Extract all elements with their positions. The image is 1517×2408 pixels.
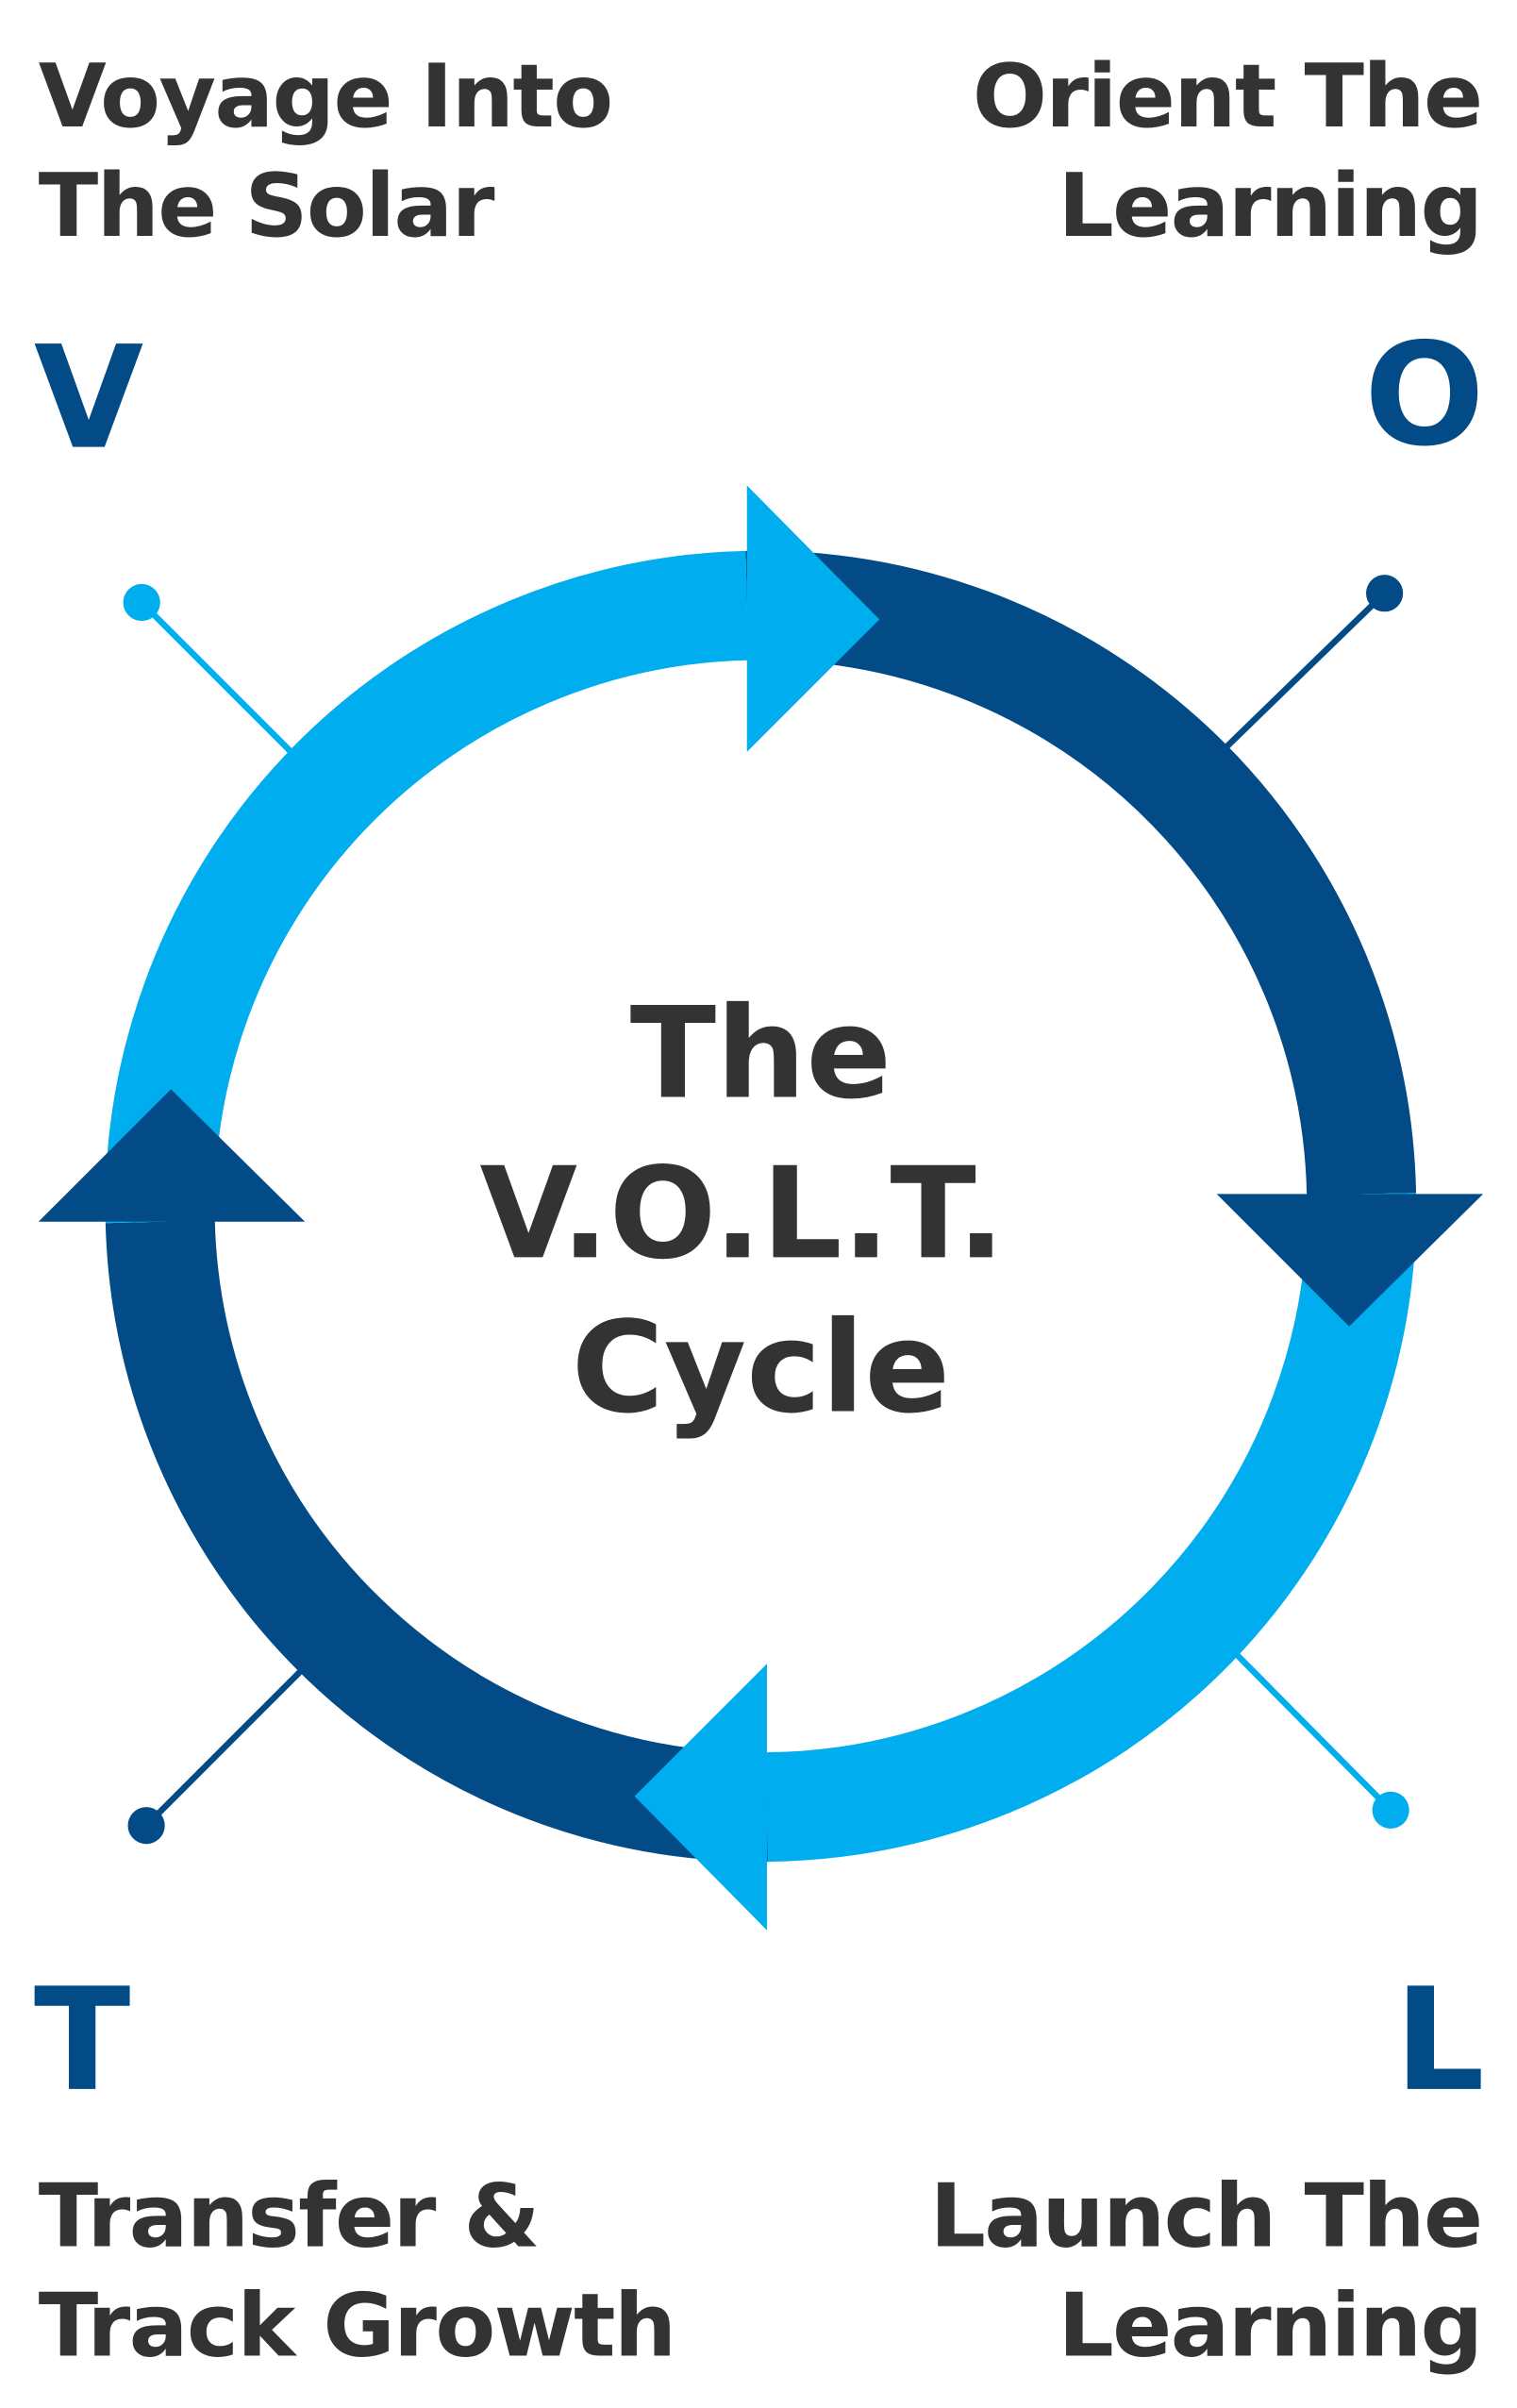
arc-orient [745,550,1417,1196]
arc-launch [766,1193,1417,1863]
step-l-title-line1: Launch The [930,2165,1482,2266]
arrow-right-icon [746,485,880,752]
connector-t [127,1665,306,1845]
step-o-letter: O [1364,313,1485,477]
arc-transfer [105,1220,768,1863]
step-l-letter: L [1394,1959,1485,2123]
step-o-title-line1: Orient The [973,45,1482,147]
connector-o [1219,575,1404,755]
step-v-title-line1: Voyage Into [39,45,612,147]
center-title-line2: V.O.L.T. [479,1140,1005,1287]
arc-voyage [105,550,749,1224]
arrow-left-icon [634,1664,767,1931]
arrow-up-icon [38,1089,306,1222]
step-l-title-line2: Learning [1058,2274,1481,2376]
arrow-down-icon [1216,1194,1484,1327]
step-v-letter: V [34,317,143,481]
step-t-title-line1: Transfer & [39,2165,539,2266]
center-title-line3: Cycle [572,1295,951,1442]
step-v-title-line2: The Solar [39,155,495,257]
connector-v [123,583,303,763]
connector-l [1231,1648,1409,1829]
step-o-title-line2: Learning [1058,155,1481,257]
step-t-title-line2: Track Growth [39,2274,675,2376]
center-title-line1: The [630,980,892,1128]
step-t-letter: T [34,1959,130,2123]
